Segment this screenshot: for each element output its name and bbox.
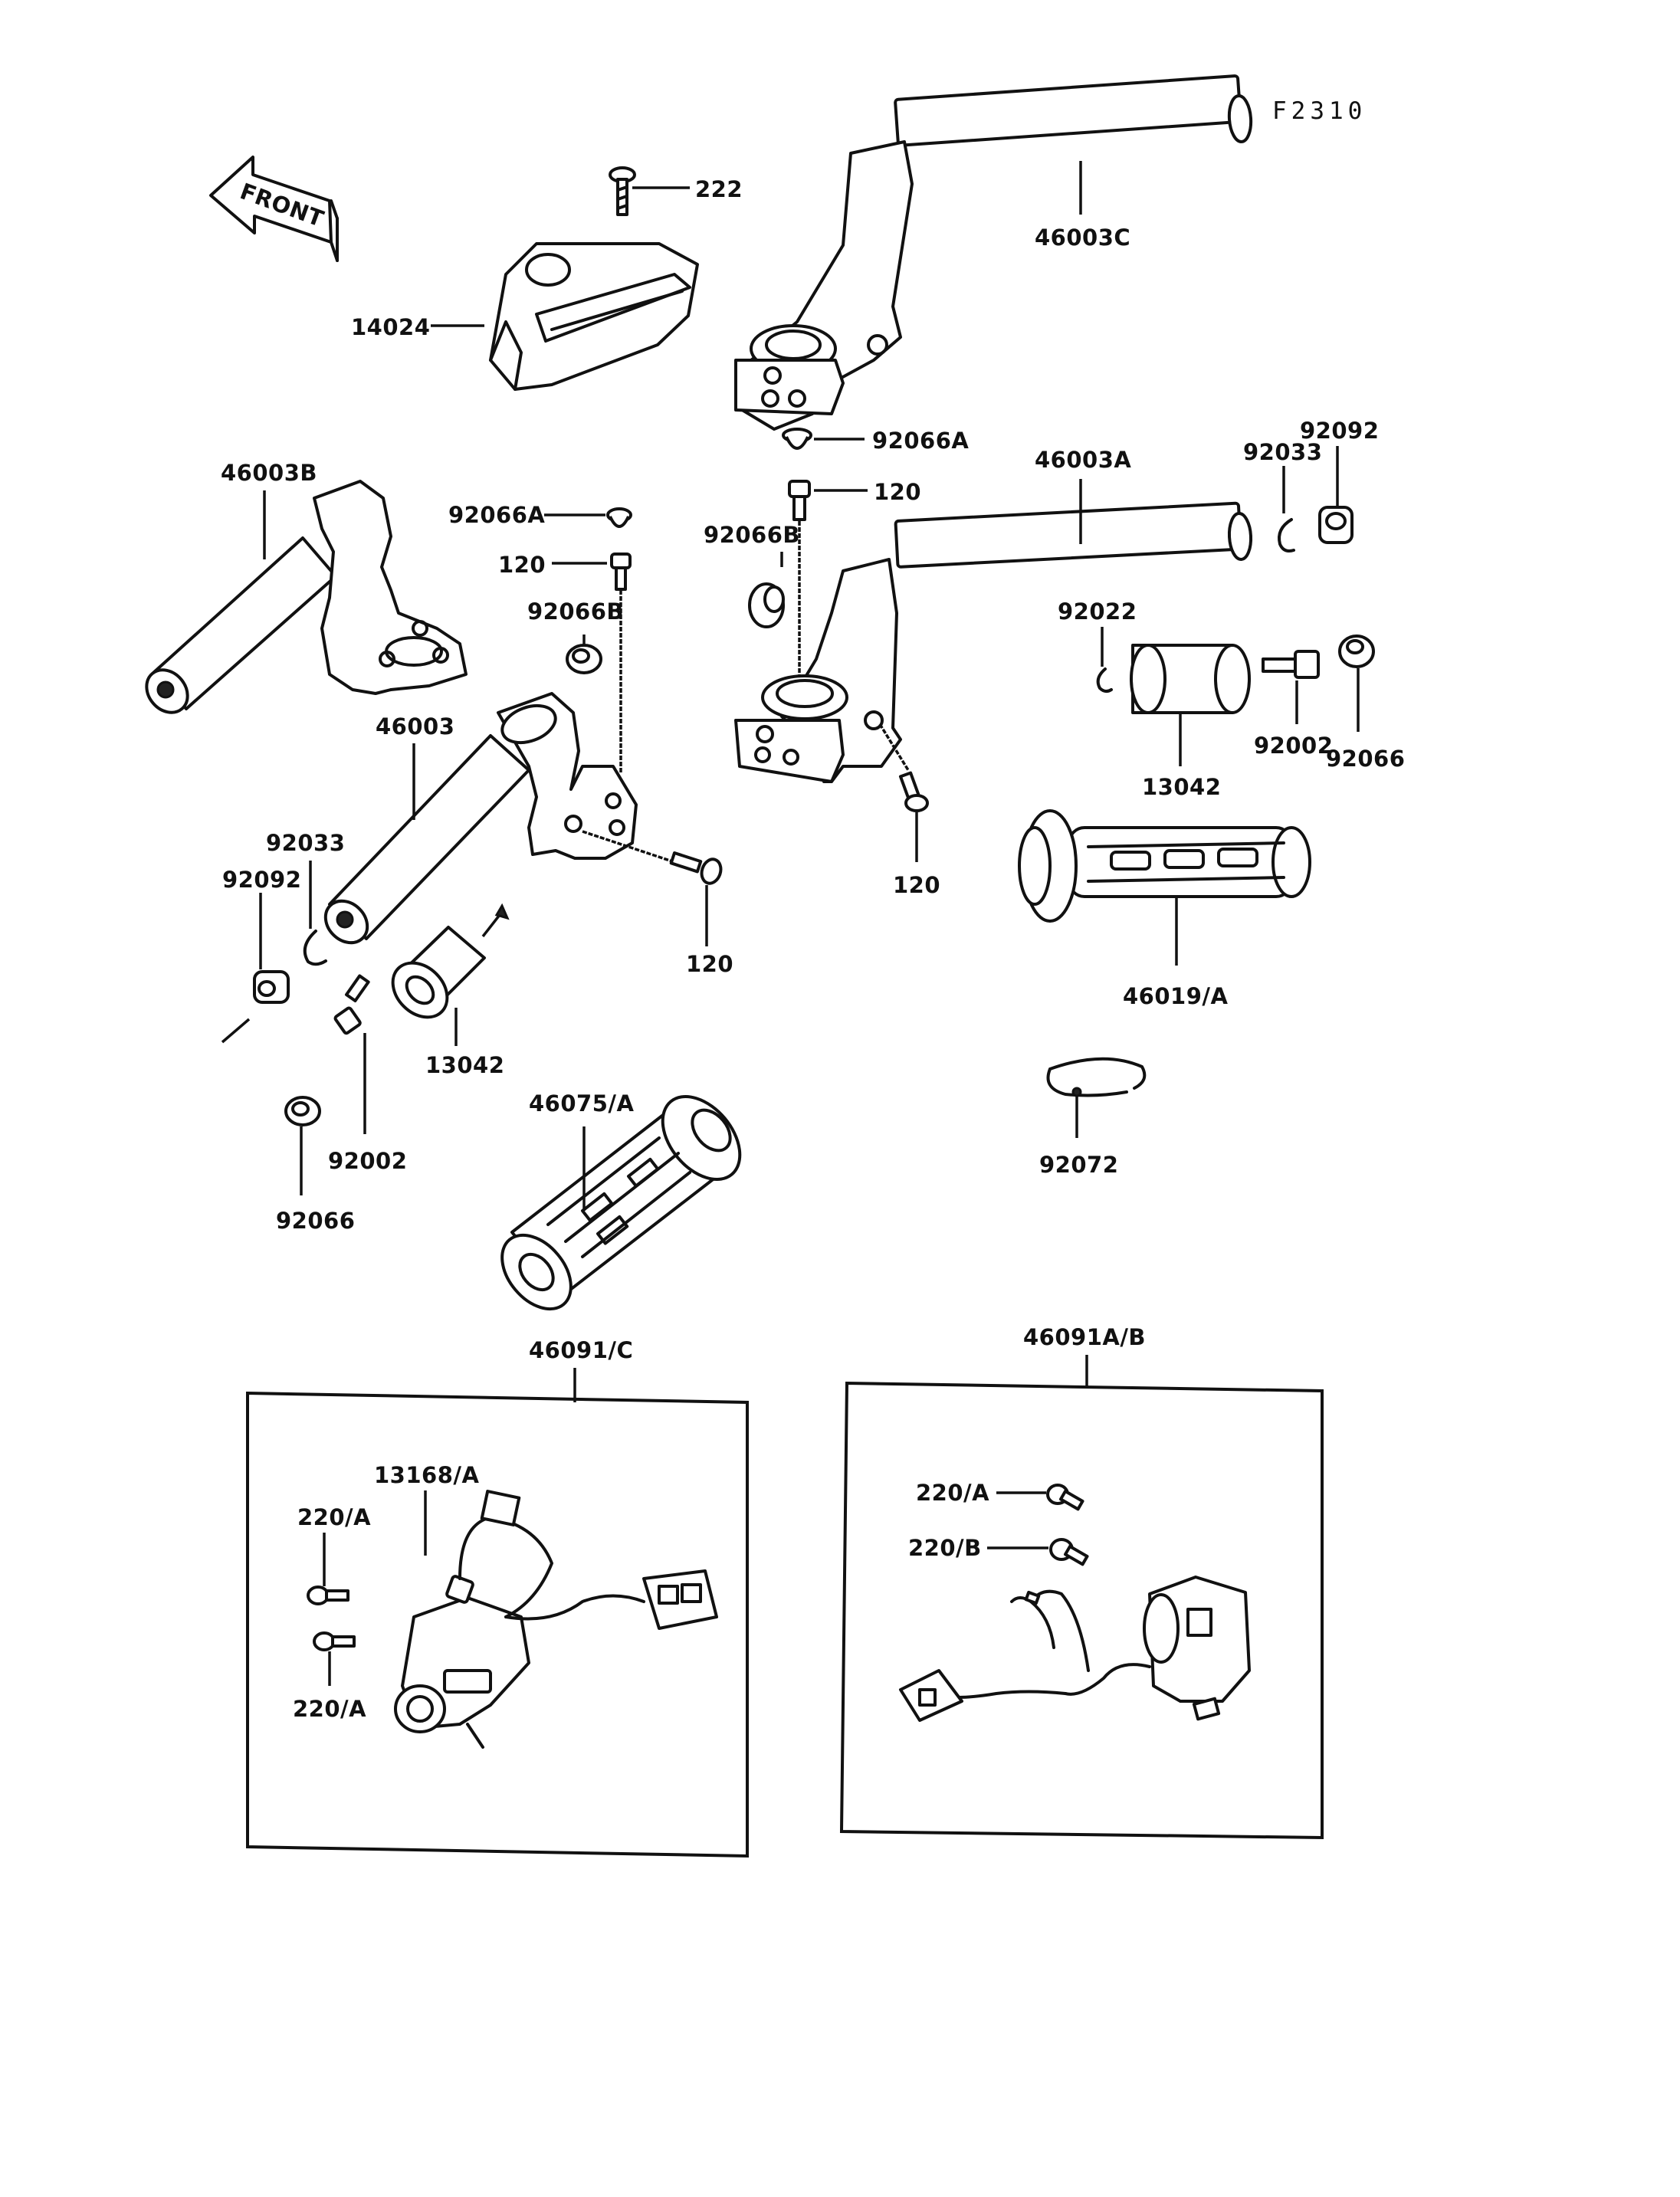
cover-14024 (489, 242, 699, 391)
label-120-right: 120 (893, 872, 940, 898)
label-120-top: 120 (874, 479, 921, 505)
label-92066A-top: 92066A (872, 428, 969, 454)
label-92033-left: 92033 (266, 830, 345, 856)
plug-92066B-left (566, 644, 602, 674)
figure-code: F2310 (1272, 97, 1367, 125)
label-220A-2: 220/A (293, 1696, 366, 1722)
label-222: 222 (695, 176, 743, 202)
weight-13042-right (1130, 644, 1251, 714)
clip-92033-right (1278, 518, 1295, 553)
handlebar-46003A (734, 501, 1253, 783)
screw-220A-3 (1046, 1484, 1084, 1511)
label-92066B-left: 92066B (527, 598, 624, 625)
bolt-92002-right (1262, 650, 1320, 679)
label-92066B-right: 92066B (704, 522, 800, 548)
label-220B: 220/B (908, 1535, 982, 1561)
label-92002-left: 92002 (328, 1148, 407, 1174)
bolt-120-right (878, 723, 929, 812)
assembly-box-46091C (246, 1391, 749, 1858)
screw-222 (609, 166, 636, 216)
nut-92066-left (284, 1096, 321, 1126)
handlebar-46003C (734, 74, 1253, 431)
label-92066A-left: 92066A (448, 502, 545, 528)
label-13042-left: 13042 (425, 1052, 504, 1078)
label-92066-right: 92066 (1326, 746, 1405, 772)
screw-220A-2 (313, 1631, 356, 1651)
grip-46019A (1018, 809, 1311, 923)
label-92092-left: 92092 (222, 867, 301, 893)
nut-92092-left (221, 970, 290, 1044)
label-46019A: 46019/A (1123, 983, 1228, 1009)
label-120-mid: 120 (686, 951, 733, 977)
plug-92066B-right (748, 582, 785, 628)
label-46091C: 46091/C (529, 1337, 633, 1363)
grip-46075A (500, 1094, 742, 1311)
label-46075A: 46075/A (529, 1090, 634, 1117)
label-92092-right: 92092 (1300, 418, 1379, 444)
nut-92066-right (1338, 635, 1375, 668)
label-92033-right: 92033 (1243, 439, 1322, 465)
bolt-92002-left (333, 974, 370, 1035)
front-arrow-icon: FRONT (209, 156, 339, 262)
band-92072 (1046, 1057, 1147, 1097)
handlebar-46003 (323, 692, 638, 945)
handlebar-46003B (145, 480, 468, 714)
label-13168A: 13168/A (374, 1462, 479, 1488)
clip-92022 (1096, 667, 1113, 694)
assembly-box-46091AB (839, 1381, 1324, 1840)
screw-220B (1049, 1538, 1089, 1566)
screw-220A-1 (307, 1585, 349, 1605)
label-46003C: 46003C (1035, 225, 1130, 251)
nut-92092-right (1318, 506, 1354, 544)
weight-13042-left (391, 903, 510, 1019)
plug-92066A-left (606, 507, 632, 528)
label-13042-right: 13042 (1142, 774, 1221, 800)
switch-housing-left (394, 1490, 718, 1749)
switch-housing-right (899, 1576, 1251, 1722)
label-46003A: 46003A (1035, 447, 1131, 473)
clip-92033-left (303, 930, 327, 966)
label-46003B: 46003B (221, 460, 317, 486)
label-46003: 46003 (376, 713, 454, 739)
label-46091AB: 46091A/B (1023, 1324, 1146, 1350)
label-92002-right: 92002 (1254, 733, 1333, 759)
bolt-120-left (610, 553, 632, 774)
label-220A-1: 220/A (297, 1504, 371, 1530)
label-14024: 14024 (351, 314, 430, 340)
plug-92066A-top (782, 428, 812, 450)
label-92066-left: 92066 (276, 1208, 355, 1234)
label-120-left: 120 (498, 552, 546, 578)
label-92022: 92022 (1058, 598, 1137, 625)
bolt-120-mid (582, 830, 723, 885)
label-220A-3: 220/A (916, 1480, 989, 1506)
label-92072: 92072 (1039, 1152, 1118, 1178)
